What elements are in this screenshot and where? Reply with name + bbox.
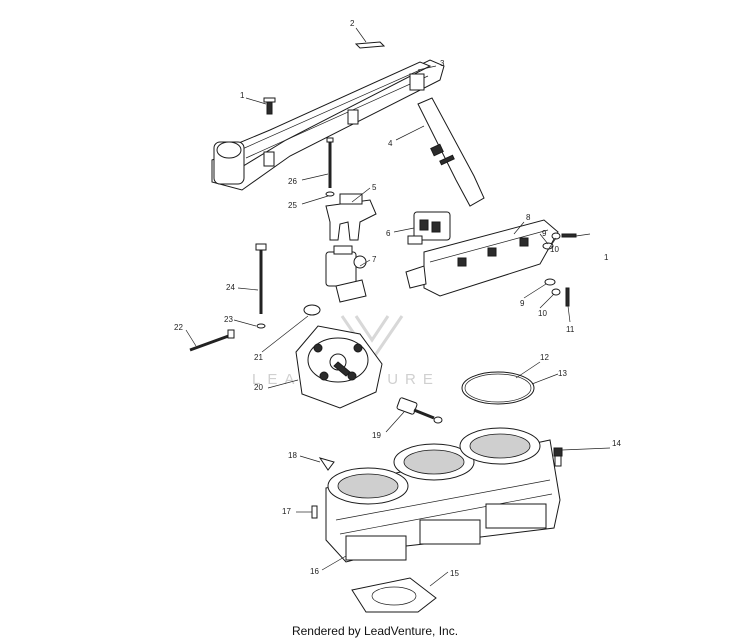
- callout-4: 4: [388, 139, 393, 148]
- o-ring-12-13: [461, 371, 535, 405]
- connector-6: [407, 211, 451, 245]
- pin-17: [311, 505, 318, 519]
- callout-5: 5: [372, 183, 377, 192]
- callout-8: 8: [526, 213, 531, 222]
- callout-1-right: 1: [604, 253, 609, 262]
- fuel-rail: [211, 59, 445, 191]
- callout-19: 19: [372, 431, 381, 440]
- callout-11: 11: [566, 325, 575, 334]
- callout-12: 12: [540, 353, 549, 362]
- callout-3: 3: [440, 59, 445, 68]
- callout-18: 18: [288, 451, 297, 460]
- callout-26: 26: [288, 177, 297, 186]
- callout-25: 25: [288, 201, 297, 210]
- leader-lines: [185, 27, 611, 587]
- washer-9-upper: [542, 232, 577, 250]
- nut-14: [553, 447, 563, 467]
- callout-24: 24: [226, 283, 235, 292]
- callout-9-lower: 9: [520, 299, 525, 308]
- washer-9-lower: [544, 278, 570, 307]
- callout-20: 20: [254, 383, 263, 392]
- callout-16: 16: [310, 567, 319, 576]
- callout-7: 7: [372, 255, 377, 264]
- callout-1-top: 1: [240, 91, 245, 100]
- sensor-19: [396, 397, 443, 424]
- callout-6: 6: [386, 229, 391, 238]
- bolt-26: [326, 137, 334, 188]
- washer-23: [256, 323, 266, 329]
- gasket-21: [303, 304, 321, 316]
- gasket-strip: [354, 41, 386, 49]
- callout-15: 15: [450, 569, 459, 578]
- washer-25: [325, 191, 335, 197]
- callout-labels: 1 2 3 4 5 6 7 8 9 10 1 9 10 11 12 13 14 …: [174, 19, 621, 578]
- callout-22: 22: [174, 323, 183, 332]
- clip-18: [318, 457, 335, 471]
- callout-2: 2: [350, 19, 355, 28]
- mounting-plate-8: [405, 219, 559, 297]
- callout-10-upper: 10: [550, 245, 559, 254]
- cylinder-head-20: [295, 325, 383, 409]
- cylinder-block-16: [325, 427, 561, 563]
- screw-top: [263, 97, 276, 115]
- bracket-5: [325, 193, 377, 241]
- callout-10-lower: 10: [538, 309, 547, 318]
- callout-13: 13: [558, 369, 567, 378]
- callout-23: 23: [224, 315, 233, 324]
- bolt-24: [255, 243, 267, 314]
- callout-9-upper: 9: [542, 229, 547, 238]
- callout-21: 21: [254, 353, 263, 362]
- callout-14: 14: [612, 439, 621, 448]
- base-gasket-15: [351, 577, 437, 613]
- callout-17: 17: [282, 507, 291, 516]
- coil-7: [325, 245, 367, 303]
- footer-credit: Rendered by LeadVenture, Inc.: [291, 624, 459, 638]
- pin-22: [189, 329, 235, 352]
- fuel-hose: [417, 97, 485, 207]
